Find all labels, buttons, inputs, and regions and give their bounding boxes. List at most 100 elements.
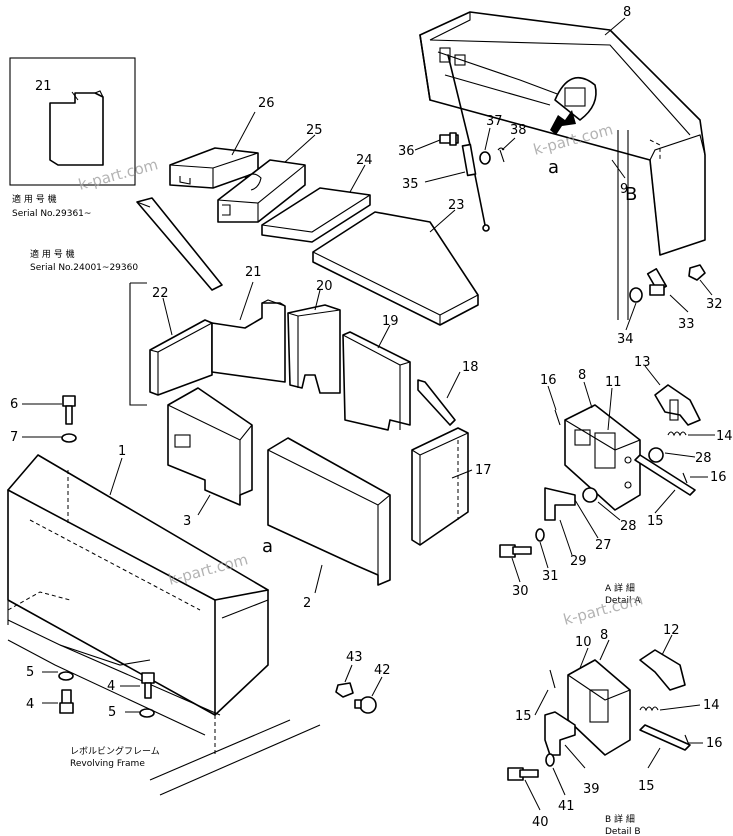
- callout-40: 40: [532, 815, 549, 830]
- leader-lines: [22, 17, 715, 811]
- callout-37: 37: [486, 114, 503, 129]
- callout-1: 1: [118, 444, 126, 459]
- part-22-pad: [149, 319, 213, 396]
- detail-a-assembly: [499, 384, 701, 558]
- part-3-panel: [167, 387, 253, 506]
- main-note-serial: Serial No.24001~29360: [30, 263, 138, 273]
- part-18-strip: [417, 379, 456, 426]
- reference-arrow: [136, 197, 223, 291]
- detail-a-label-en: Detail A: [605, 596, 641, 606]
- callout-28-a1: 28: [695, 451, 712, 466]
- callout-20: 20: [316, 279, 333, 294]
- nut-32: [688, 264, 706, 281]
- callout-41: 41: [558, 799, 575, 814]
- callout-31: 31: [542, 569, 559, 584]
- detail-b-label-jp: B 詳 細: [605, 813, 635, 825]
- bolt-4-right: [141, 672, 155, 699]
- part-1-housing: [7, 454, 269, 755]
- letter-b-top: B: [625, 184, 637, 205]
- part-25-block: [217, 159, 306, 223]
- watermark-4: k-part.com: [561, 590, 645, 629]
- callout-24: 24: [356, 153, 373, 168]
- callout-27: 27: [595, 538, 612, 553]
- part-21-pad: [211, 299, 286, 383]
- bolt-33: [646, 268, 668, 296]
- callout-34: 34: [617, 332, 634, 347]
- bolt-4-left: [59, 689, 74, 714]
- callout-35: 35: [402, 177, 419, 192]
- callout-26: 26: [258, 96, 275, 111]
- washer-7: [61, 433, 77, 443]
- detail-a-arrow: [550, 110, 576, 135]
- part-24-pad: [261, 187, 371, 243]
- group-bracket: [129, 282, 147, 406]
- callout-5-right: 5: [108, 705, 116, 720]
- callout-11: 11: [605, 375, 622, 390]
- callout-39: 39: [583, 782, 600, 797]
- callout-14-a: 14: [716, 429, 733, 444]
- washer-5-left: [58, 671, 74, 681]
- inset-part-21-panel: [9, 57, 136, 186]
- callout-23: 23: [448, 198, 465, 213]
- pin-38: [497, 147, 505, 163]
- frame-label-en: Revolving Frame: [70, 759, 145, 769]
- part-26-block: [169, 147, 259, 189]
- part-23-pad: [312, 211, 479, 326]
- part-19-pad: [342, 331, 411, 431]
- callout-36: 36: [398, 144, 415, 159]
- callout-16-a1: 16: [540, 373, 557, 388]
- callout-29: 29: [570, 554, 587, 569]
- callout-15-b1: 15: [515, 709, 532, 724]
- detail-b-assembly: [507, 649, 691, 781]
- callout-2: 2: [303, 596, 311, 611]
- frame-label-jp: レボルビングフレーム: [70, 745, 160, 757]
- callout-15-a: 15: [647, 514, 664, 529]
- callout-17: 17: [475, 463, 492, 478]
- callout-6: 6: [10, 397, 18, 412]
- callout-18: 18: [462, 360, 479, 375]
- detail-b-label-en: Detail B: [605, 827, 641, 836]
- part-17-pad: [411, 427, 469, 546]
- callout-12: 12: [663, 623, 680, 638]
- bolt-36: [439, 132, 459, 146]
- callout-13: 13: [634, 355, 651, 370]
- callout-22: 22: [152, 286, 169, 301]
- callout-30: 30: [512, 584, 529, 599]
- nut-43: [335, 682, 354, 698]
- callout-19: 19: [382, 314, 399, 329]
- callout-15-b2: 15: [638, 779, 655, 794]
- view-letters: a B a: [262, 157, 637, 557]
- callout-21: 21: [245, 265, 262, 280]
- inset-note-serial: Serial No.29361~: [12, 209, 91, 219]
- gas-spring-35: [447, 54, 490, 232]
- callout-7: 7: [10, 430, 18, 445]
- part-8-hood: [419, 11, 706, 320]
- callout-32: 32: [706, 297, 723, 312]
- callout-9: 9: [620, 182, 628, 197]
- main-note-jp: 適 用 号 機: [30, 248, 75, 260]
- bolt-6: [62, 395, 76, 425]
- letter-a-top: a: [548, 157, 559, 178]
- revolving-frame-outline: [149, 719, 321, 796]
- callout-28-a2: 28: [620, 519, 637, 534]
- callout-8-detail-a: 8: [578, 368, 586, 383]
- callout-4-right: 4: [107, 679, 115, 694]
- letter-a-mid: a: [262, 536, 273, 557]
- callout-4-left: 4: [26, 697, 34, 712]
- callout-labels: 21 26 25 24 23 22 21 20 19 18 17 3 2 1 6…: [10, 5, 733, 830]
- callout-5-left: 5: [26, 665, 34, 680]
- part-20-pad: [287, 304, 341, 394]
- callout-21-inset: 21: [35, 79, 52, 94]
- callout-16-b: 16: [706, 736, 723, 751]
- callout-38: 38: [510, 123, 527, 138]
- callout-3: 3: [183, 514, 191, 529]
- callout-42: 42: [374, 663, 391, 678]
- callout-14-b: 14: [703, 698, 720, 713]
- notes: 適 用 号 機 Serial No.29361~ 適 用 号 機 Serial …: [12, 193, 641, 836]
- callout-10: 10: [575, 635, 592, 650]
- detail-a-label-jp: A 詳 細: [605, 582, 635, 594]
- callout-8-detail-b: 8: [600, 628, 608, 643]
- washer-37: [479, 151, 491, 165]
- callout-8-top: 8: [623, 5, 631, 20]
